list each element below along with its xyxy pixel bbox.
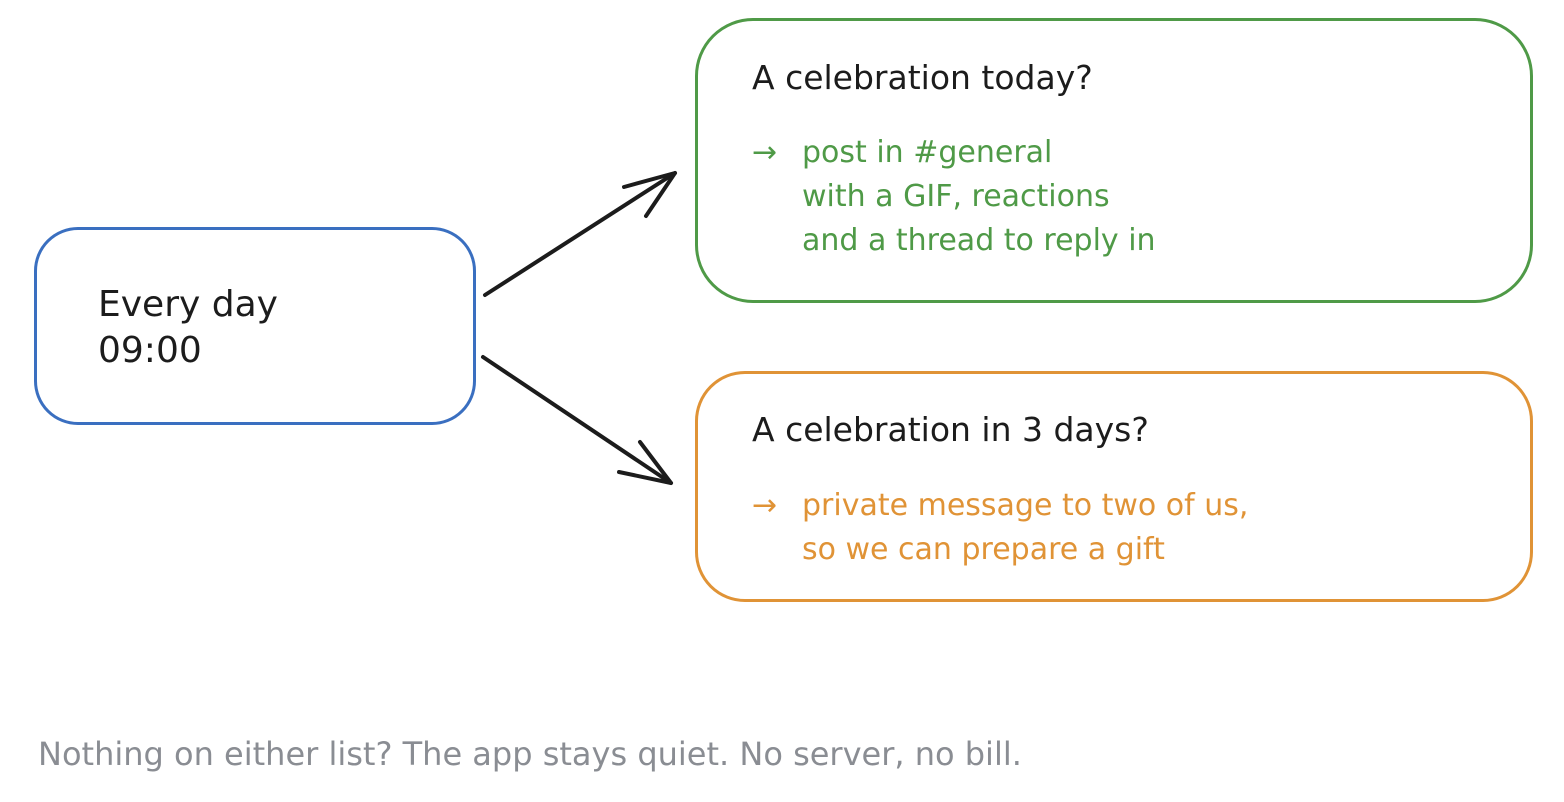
today-action-line-3: and a thread to reply in bbox=[802, 223, 1156, 258]
soon-action-line-2: so we can prepare a gift bbox=[802, 532, 1165, 567]
trigger-label: Every day 09:00 bbox=[98, 282, 278, 374]
arrow-to-today-head bbox=[622, 171, 677, 218]
arrow-to-soon-shaft bbox=[481, 355, 673, 485]
arrow-to-today bbox=[483, 171, 677, 297]
soon-action-line-1: private message to two of us, bbox=[802, 488, 1249, 523]
trigger-label-line-1: Every day bbox=[98, 284, 278, 325]
arrow-to-soon-head bbox=[617, 440, 673, 485]
soon-title: A celebration in 3 days? bbox=[752, 410, 1149, 449]
today-arrow-icon: → bbox=[752, 135, 778, 170]
today-action-line-2: with a GIF, reactions bbox=[802, 179, 1110, 214]
arrow-to-today-shaft bbox=[483, 171, 677, 297]
soon-arrow-icon: → bbox=[752, 488, 778, 523]
today-title: A celebration today? bbox=[752, 58, 1093, 97]
trigger-box bbox=[34, 227, 476, 425]
arrow-to-soon bbox=[481, 355, 673, 485]
footer-note: Nothing on either list? The app stays qu… bbox=[38, 735, 1022, 773]
soon-box bbox=[695, 371, 1533, 602]
today-action: → post in #general with a GIF, reactions… bbox=[752, 131, 1156, 263]
soon-action: → private message to two of us, so we ca… bbox=[752, 484, 1248, 572]
today-action-line-1: post in #general bbox=[802, 135, 1053, 170]
trigger-label-line-2: 09:00 bbox=[98, 330, 202, 371]
today-box bbox=[695, 18, 1533, 303]
